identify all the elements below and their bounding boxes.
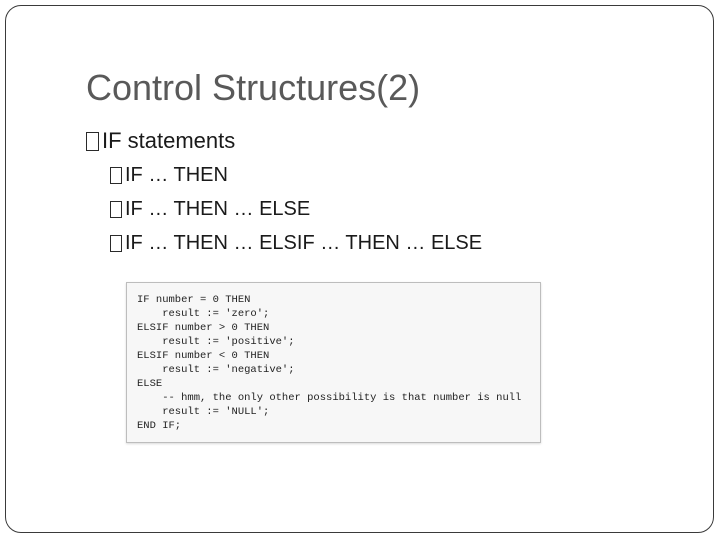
- bullet-list: IF statements IF … THEN IF … THEN … ELSE…: [86, 124, 482, 260]
- code-line: result := 'NULL';: [137, 406, 270, 418]
- bullet-box-icon: [110, 166, 122, 184]
- code-line: result := 'zero';: [137, 308, 270, 320]
- sub-bullet-item: IF … THEN … ELSIF … THEN … ELSE: [110, 226, 482, 260]
- sub-bullet-item: IF … THEN … ELSE: [110, 192, 482, 226]
- code-line: result := 'negative';: [137, 364, 295, 376]
- slide-frame: Control Structures(2) IF statements IF ……: [5, 5, 714, 533]
- bullet-text: IF … THEN … ELSIF … THEN … ELSE: [125, 231, 483, 254]
- bullet-box-icon: [110, 234, 122, 252]
- code-line: END IF;: [137, 420, 182, 432]
- code-line: ELSIF number < 0 THEN: [137, 350, 270, 362]
- code-line: ELSIF number > 0 THEN: [137, 322, 270, 334]
- bullet-box-icon: [110, 200, 122, 218]
- bullet-box-icon: [86, 131, 99, 151]
- code-line: ELSE: [137, 378, 163, 390]
- code-line: -- hmm, the only other possibility is th…: [137, 392, 522, 404]
- sub-bullet-item: IF … THEN: [110, 158, 482, 192]
- bullet-text: IF statements: [102, 128, 236, 153]
- code-example-panel: IF number = 0 THEN result := 'zero'; ELSI…: [126, 282, 541, 443]
- code-block: IF number = 0 THEN result := 'zero'; ELSI…: [127, 283, 540, 433]
- bullet-text: IF … THEN … ELSE: [125, 197, 311, 220]
- code-line: IF number = 0 THEN: [137, 294, 251, 306]
- slide-title: Control Structures(2): [86, 67, 421, 108]
- bullet-text: IF … THEN: [125, 163, 228, 186]
- code-line: result := 'positive';: [137, 336, 295, 348]
- bullet-item: IF statements: [86, 124, 482, 158]
